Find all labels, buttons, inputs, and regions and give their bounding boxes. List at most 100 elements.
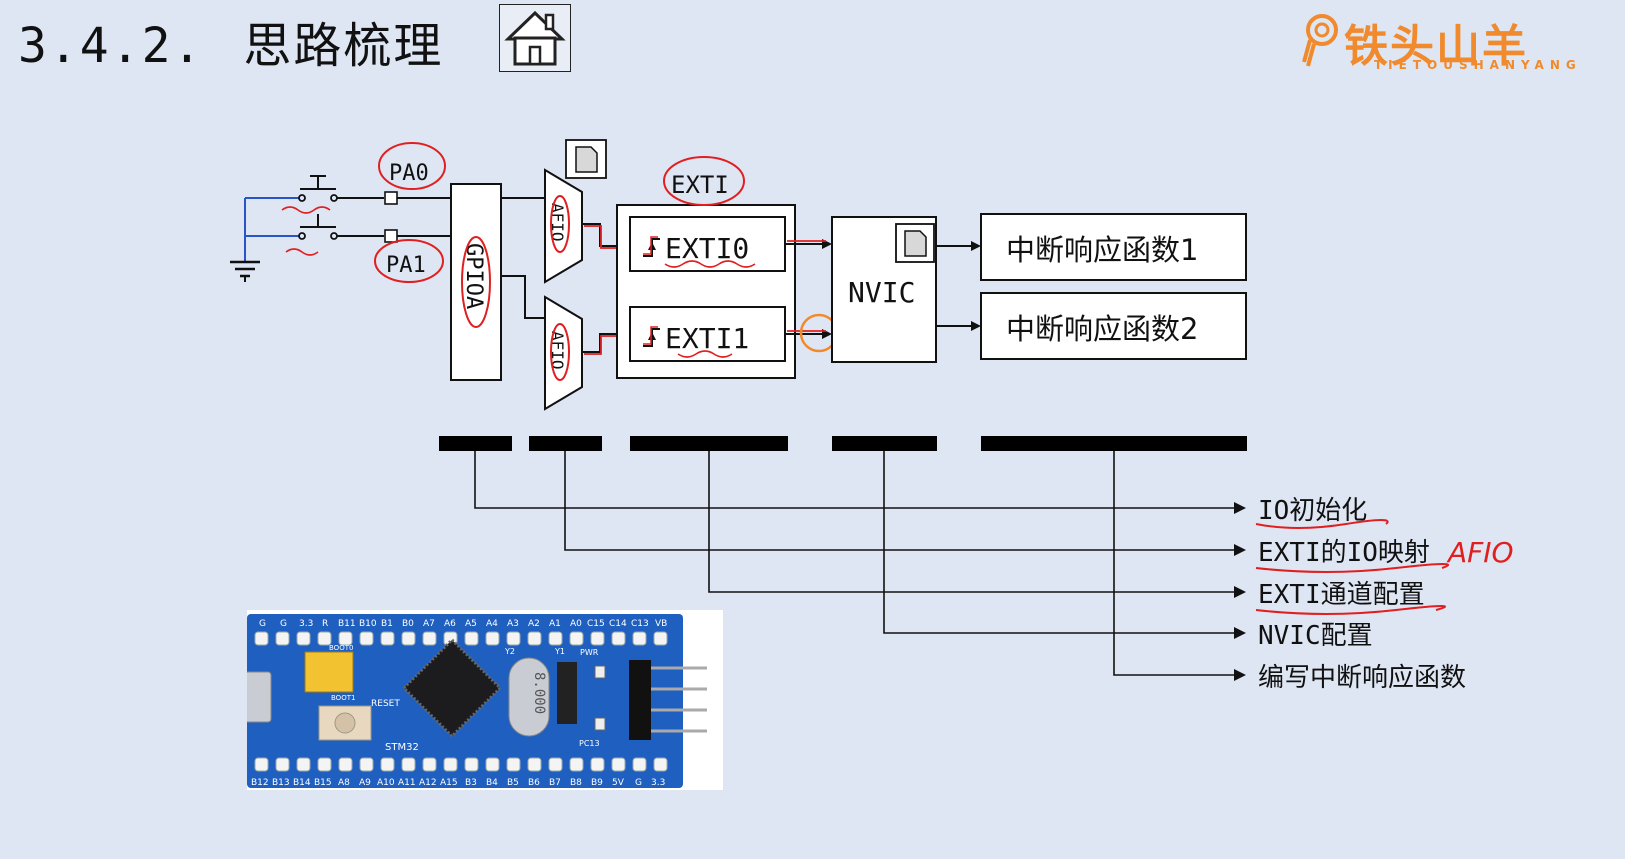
board-top-pin-label: B11 [338, 619, 356, 629]
board-pin-hole [570, 758, 583, 771]
board-pin-hole [486, 758, 499, 771]
board-pin-hole [297, 632, 310, 645]
stm32-board-photo: G G 3.3 R B11 B10 B1 B0 A7 A6 A5 A4 A3 A… [247, 610, 723, 790]
board-top-pin-label: B10 [359, 619, 377, 629]
board-top-pin-label: VB [655, 619, 667, 629]
board-pin-hole [549, 758, 562, 771]
board-top-pin-label: A5 [465, 619, 477, 629]
pwr-label: PWR [580, 648, 599, 657]
board-top-pin-label: B0 [402, 619, 414, 629]
handler-label-1: 中断响应函数1 [1006, 233, 1198, 267]
pin-label-pa1: PA1 [386, 253, 426, 278]
board-pin-hole [423, 758, 436, 771]
board-bottom-pin-label: A9 [359, 778, 371, 788]
board-top-pin-label: A3 [507, 619, 519, 629]
board-bottom-pin-label: B4 [486, 778, 498, 788]
board-pin-hole [507, 632, 520, 645]
board-bottom-pin-label: B3 [465, 778, 477, 788]
boot0-label: BOOT0 [329, 644, 353, 652]
step-annotation-afio: AFIO [1446, 536, 1514, 569]
step-bar-nvic [832, 436, 937, 451]
exti0-label: EXTI0 [665, 232, 749, 265]
board-bottom-pin-label: A8 [338, 778, 350, 788]
board-top-pin-label: C14 [609, 619, 627, 629]
exti-group-label: EXTI [671, 171, 729, 199]
file-icon-afio [566, 140, 606, 178]
board-pin-hole [318, 758, 331, 771]
board-pin-hole [360, 632, 373, 645]
board-bottom-pin-label: A11 [398, 778, 416, 788]
rtc-crystal [557, 662, 577, 724]
board-top-pin-label: A1 [549, 619, 561, 629]
boot-jumper [305, 652, 353, 692]
step-bar-io [439, 436, 512, 451]
pin-pads [385, 192, 451, 242]
board-top-pin-label: A6 [444, 619, 456, 629]
board-bottom-pin-label: B13 [272, 778, 290, 788]
board-pin-hole [465, 632, 478, 645]
y1-label: Y1 [554, 647, 565, 656]
board-top-pin-label: C13 [631, 619, 649, 629]
step-label-exti-channel-config: EXTI通道配置 [1258, 580, 1425, 610]
board-pin-hole [255, 632, 268, 645]
board-pin-hole [507, 758, 520, 771]
swd-header [629, 660, 651, 740]
pc13-led [595, 718, 605, 730]
board-pin-hole [612, 758, 625, 771]
board-pin-hole [297, 758, 310, 771]
board-pin-hole [465, 758, 478, 771]
board-pin-hole [528, 758, 541, 771]
board-pin-hole [633, 632, 646, 645]
board-bottom-pin-label: B5 [507, 778, 519, 788]
board-top-pin-label: A4 [486, 619, 498, 629]
board-top-pin-label: 3.3 [299, 619, 313, 629]
step-label-io-init: IO初始化 [1258, 496, 1367, 526]
pwr-led [595, 666, 605, 678]
board-bottom-pin-label: G [635, 778, 642, 788]
nvic-label: NVIC [848, 276, 915, 309]
board-pin-hole [444, 758, 457, 771]
board-pin-hole [486, 632, 499, 645]
boot1-label: BOOT1 [331, 694, 355, 702]
board-top-pin-label: G [259, 619, 266, 629]
crystal-label: 8.000 [531, 672, 547, 714]
step-bar-handler [981, 436, 1247, 451]
usb-connector [247, 672, 271, 722]
board-bottom-pin-label: B6 [528, 778, 540, 788]
board-top-pin-label: G [280, 619, 287, 629]
board-bottom-pin-label: B12 [251, 778, 269, 788]
board-pin-hole [654, 758, 667, 771]
step-label-write-handler: 编写中断响应函数 [1258, 663, 1466, 693]
y2-label: Y2 [504, 647, 515, 656]
board-pin-hole [654, 632, 667, 645]
board-pin-hole [360, 758, 373, 771]
board-pin-hole [633, 758, 646, 771]
step-bars [439, 436, 1247, 451]
board-pin-hole [570, 632, 583, 645]
board-top-pin-label: A2 [528, 619, 540, 629]
board-bottom-pin-label: A10 [377, 778, 395, 788]
mcu-label: STM32 [385, 742, 419, 753]
board-top-pin-label: C15 [587, 619, 605, 629]
board-pin-hole [591, 632, 604, 645]
pin-label-pa0: PA0 [389, 161, 429, 186]
step-label-exti-io-mapping: EXTI的IO映射 [1258, 538, 1430, 568]
step-arrowheads [1234, 502, 1246, 681]
board-pin-hole [402, 758, 415, 771]
board-bottom-pin-label: B7 [549, 778, 561, 788]
board-pin-hole [339, 758, 352, 771]
button-circuit [230, 176, 384, 282]
board-bottom-pin-label: B15 [314, 778, 332, 788]
board-pin-hole [276, 632, 289, 645]
reset-label: RESET [371, 699, 400, 709]
board-bottom-pin-label: 3.3 [651, 778, 665, 788]
step-bar-afio [529, 436, 602, 451]
board-bottom-pin-label: B14 [293, 778, 311, 788]
board-pin-hole [402, 632, 415, 645]
step-bar-exti [630, 436, 788, 451]
board-bottom-pin-label: A12 [419, 778, 437, 788]
board-pin-hole [381, 758, 394, 771]
board-pin-hole [423, 632, 436, 645]
exti1-label: EXTI1 [665, 322, 749, 355]
